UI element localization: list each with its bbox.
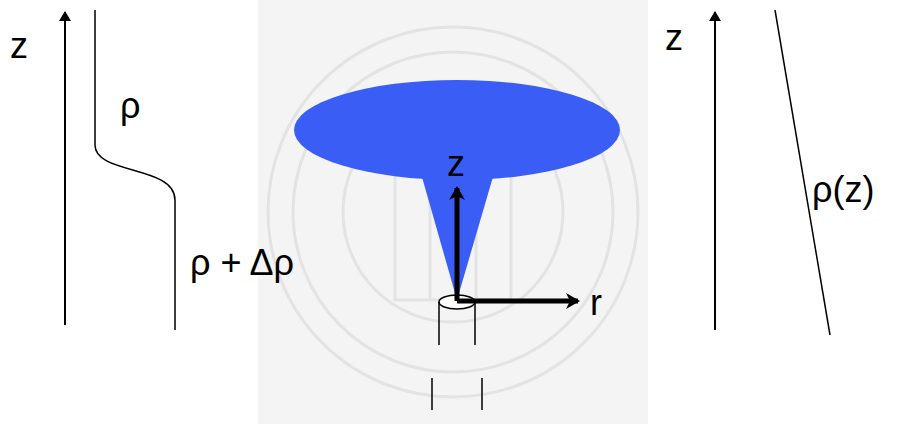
z-axis	[455, 188, 460, 301]
density-step-profile	[95, 10, 175, 330]
source-pipe	[432, 295, 482, 410]
density-label: ρ + Δρ	[190, 245, 294, 281]
density-label: ρ	[120, 88, 140, 124]
density-function-label: ρ(z)	[812, 172, 874, 208]
plume-stem	[420, 170, 495, 300]
axis-label: z	[447, 146, 465, 182]
watermark	[258, 0, 648, 424]
z-axis	[64, 12, 66, 325]
axis-label: z	[10, 28, 28, 64]
axis-label: z	[665, 20, 683, 56]
r-axis	[457, 299, 578, 304]
axis-label: r	[590, 285, 602, 321]
z-axis	[714, 12, 716, 330]
